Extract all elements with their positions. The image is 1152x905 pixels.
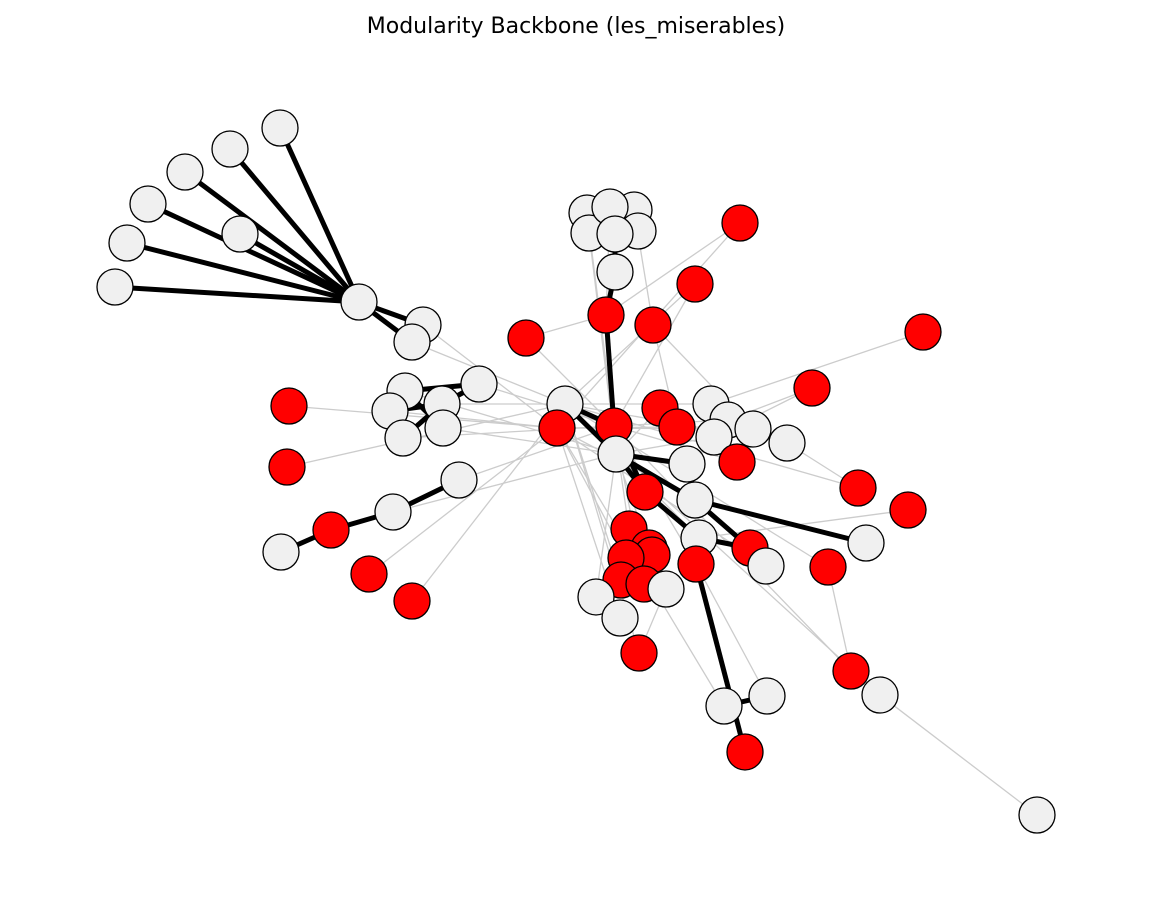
backbone-edge [126, 240, 360, 305]
backbone-edge [146, 201, 361, 305]
highlighted-node [718, 443, 756, 481]
node [601, 599, 639, 637]
node [440, 461, 478, 499]
highlighted-node [658, 408, 696, 446]
edge [695, 563, 768, 697]
edge [595, 453, 617, 598]
node [340, 283, 378, 321]
node [393, 323, 431, 361]
highlighted-node [832, 652, 870, 690]
node [460, 365, 498, 403]
node [705, 687, 743, 725]
node [166, 153, 204, 191]
edge [368, 427, 558, 575]
edge [605, 222, 741, 316]
node [676, 481, 714, 519]
node [577, 578, 615, 616]
highlighted-node [270, 387, 308, 425]
highlighted-node [393, 582, 431, 620]
nodes-layer [96, 109, 1056, 834]
node [262, 533, 300, 571]
node [734, 410, 772, 448]
highlighted-node [312, 511, 350, 549]
node [596, 253, 634, 291]
highlighted-node [620, 634, 658, 672]
node [597, 435, 635, 473]
node [129, 185, 167, 223]
highlighted-node [538, 409, 576, 447]
backbone-edge [114, 284, 360, 305]
edge [564, 283, 696, 405]
backbone-edge [277, 126, 362, 304]
edge [525, 337, 615, 427]
node [221, 215, 259, 253]
node [847, 524, 885, 562]
edge [442, 427, 617, 455]
edge [613, 283, 696, 427]
backbone-edge [238, 231, 361, 305]
node [211, 130, 249, 168]
node [695, 418, 733, 456]
highlighted-node [634, 306, 672, 344]
backbone-edge [183, 169, 361, 305]
highlighted-node [676, 265, 714, 303]
edge [411, 403, 566, 602]
node [374, 493, 412, 531]
node [647, 570, 685, 608]
highlighted-node [268, 448, 306, 486]
highlighted-node [793, 369, 831, 407]
node [261, 109, 299, 147]
node [1018, 796, 1056, 834]
node [668, 445, 706, 483]
edge [710, 331, 924, 405]
node [596, 215, 634, 253]
highlighted-node [721, 204, 759, 242]
backbone-edge [693, 563, 748, 753]
node [108, 224, 146, 262]
node [747, 547, 785, 585]
edge [879, 694, 1038, 816]
highlighted-node [726, 733, 764, 771]
backbone-edge [228, 147, 361, 304]
highlighted-node [809, 548, 847, 586]
highlighted-node [350, 555, 388, 593]
edge [458, 425, 615, 481]
node [384, 419, 422, 457]
node [768, 424, 806, 462]
backbone-edge [694, 497, 867, 546]
highlighted-node [507, 319, 545, 357]
highlighted-node [587, 296, 625, 334]
highlighted-node [839, 469, 877, 507]
highlighted-node [677, 545, 715, 583]
edge [288, 405, 558, 429]
chart-title: Modularity Backbone (les_miserables) [366, 14, 786, 39]
highlighted-node [889, 491, 927, 529]
node [424, 409, 462, 447]
node [748, 677, 786, 715]
highlighted-node [626, 473, 664, 511]
node [861, 676, 899, 714]
highlighted-node [904, 313, 942, 351]
node [96, 268, 134, 306]
